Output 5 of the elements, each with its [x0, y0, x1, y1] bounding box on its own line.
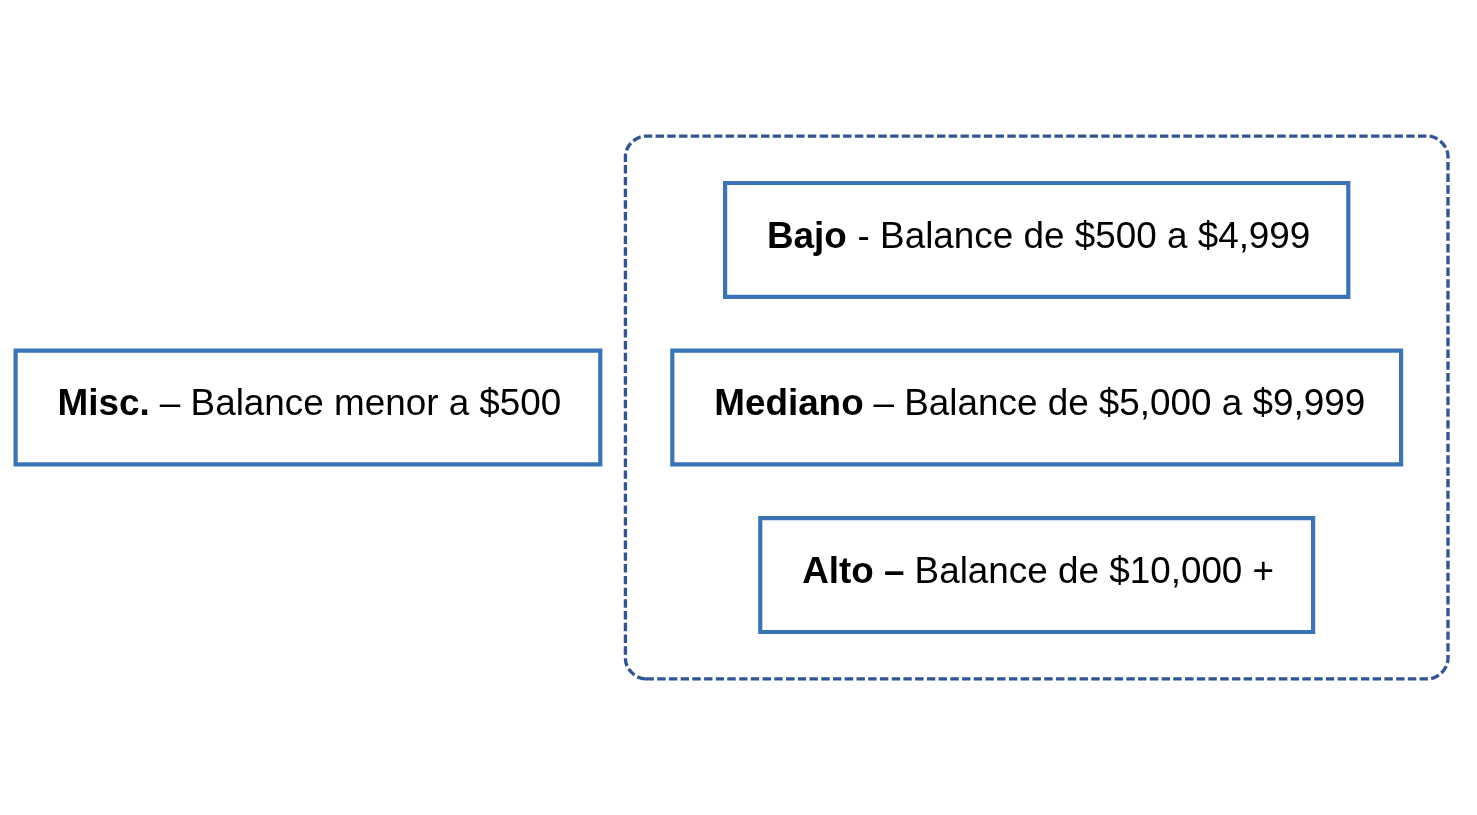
cluster — [623, 134, 1450, 681]
node-box: Mediano – Balance de $5,000 a $9,999 — [670, 348, 1404, 467]
node-box: Bajo - Balance de $500 a $4,999 — [723, 180, 1351, 300]
node-box: Alto – Balance de $10,000 + — [758, 515, 1316, 635]
node-box: Misc. – Balance menor a $500 — [13, 348, 603, 467]
